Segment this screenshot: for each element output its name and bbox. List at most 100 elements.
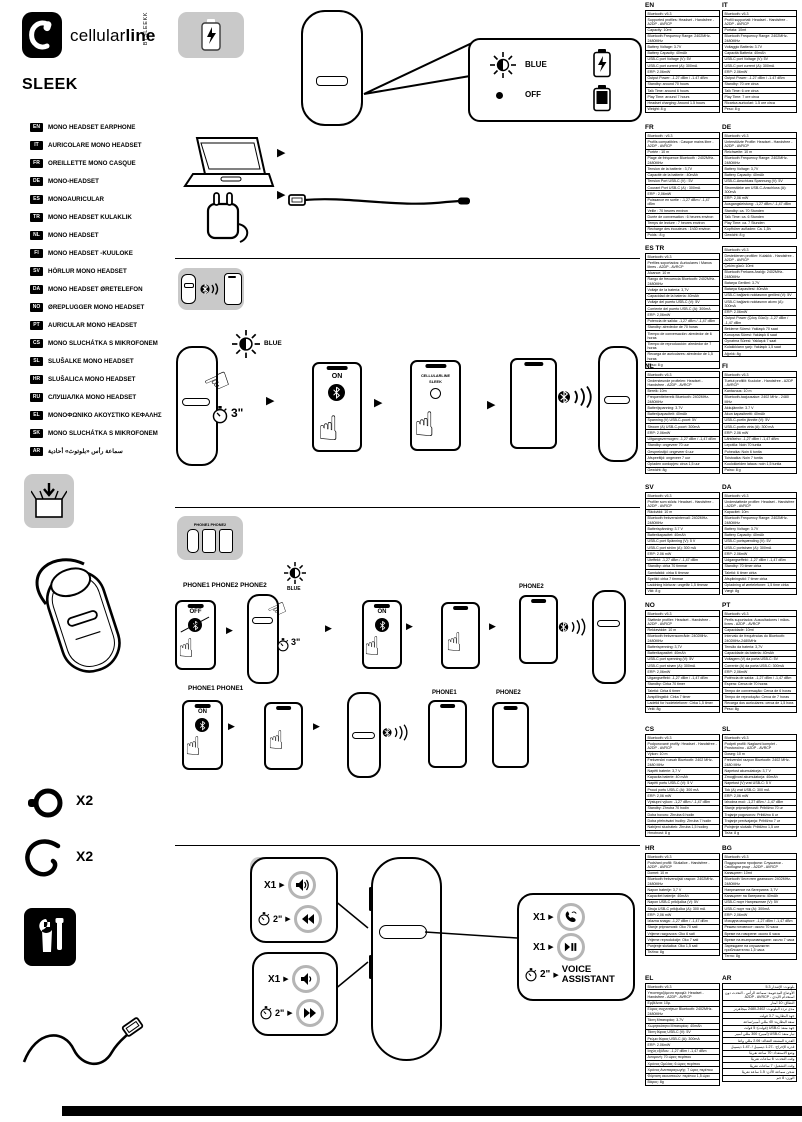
tapping-hand-icon: ☝ <box>446 628 462 658</box>
flow-arrow-icon: ▶ <box>266 394 275 407</box>
phone2-label: PHONE2 <box>496 690 521 696</box>
ear-hook-qty: X2 <box>76 848 94 864</box>
volume-up-side-button <box>369 887 372 911</box>
language-label: MONO HEADSET <box>48 231 99 239</box>
mini-phone-icon <box>223 273 242 305</box>
wall-charger-icon <box>206 192 249 243</box>
phone-bt-on: ON <box>182 700 223 770</box>
spec-row: Peso: 8 g <box>645 361 720 369</box>
spec-table-title: DA <box>722 484 732 491</box>
battery-charge-status-icon <box>593 49 611 78</box>
language-row: NL MONO HEADSET <box>30 226 180 244</box>
device-name-line2: SLEEK <box>429 380 442 384</box>
flow-arrow-icon: ▶ <box>226 626 233 636</box>
led-blinking-icon <box>284 562 306 584</box>
language-row: SK MONO SLUCHÁTKA S MIKROFONEM <box>30 424 180 442</box>
spec-table-title: IT <box>722 2 728 9</box>
pairing-hold-label: 3" <box>231 406 244 420</box>
bluetooth-icon <box>328 384 345 401</box>
spec-row: Hmotnost: 8 g <box>645 829 720 837</box>
led-status-callout: BLUE OFF <box>468 38 642 122</box>
language-label: SLUŠALICA MONO HEADSET <box>48 375 136 383</box>
phone2 <box>519 595 558 664</box>
arrow-icon: ▶ <box>553 970 559 979</box>
phone-tap <box>264 702 303 770</box>
flow-b-label: PHONE1 PHONE1 <box>188 685 244 692</box>
tapping-hand-icon: ☝ <box>414 405 435 445</box>
language-row: DA MONO HEADSET ØRETELEFON <box>30 280 180 298</box>
language-label: СЛУШАЛКА MONO HEADSET <box>48 393 137 401</box>
mini-phone-icon <box>219 529 233 553</box>
multipoint-headset-connected <box>592 590 626 684</box>
callout-pointer <box>363 42 471 95</box>
led-off-label: OFF <box>525 90 541 99</box>
section-divider <box>175 845 640 846</box>
flow-arrow-icon: ▶ <box>374 396 383 409</box>
pairing-led-label: BLUE <box>264 340 282 347</box>
unboxing-step <box>24 474 74 528</box>
rewind-icon <box>293 905 322 933</box>
spec-row: Gewicht: 8g <box>645 466 720 474</box>
spec-row: Weight: 8 g <box>645 105 720 113</box>
spec-row: Paino: 8 g <box>722 466 797 474</box>
phone-bt-on: ON <box>312 362 362 452</box>
spec-row: Poids : 8 g <box>645 231 720 240</box>
select-circle-icon <box>430 388 441 399</box>
language-row: PT AURICULAR MONO HEADSET <box>30 316 180 334</box>
language-row: SL SLUŠALKE MONO HEADSET <box>30 352 180 370</box>
phone-bt-on: ON <box>362 600 402 669</box>
spec-row: Vekt: 8g <box>645 705 720 713</box>
headset-button <box>316 76 348 86</box>
device-name-line1: CELLULARLINE <box>420 374 451 378</box>
volume-up-icon <box>287 871 316 899</box>
ear-cushion-qty: X2 <box>76 792 94 808</box>
language-row: RU СЛУШАЛКА MONO HEADSET <box>30 388 180 406</box>
pairing-headset <box>176 346 218 466</box>
arrow-icon: ▶ <box>285 915 291 923</box>
language-label: MONO HEADSET KULAKLIK <box>48 213 132 221</box>
language-code-badge: SK <box>30 428 43 438</box>
language-code-badge: DA <box>30 284 43 294</box>
voice-assistant-line2: ASSISTANT <box>561 973 615 985</box>
spec-row: Vægt: 8g <box>722 587 797 595</box>
led-blinking-icon <box>232 330 260 358</box>
spec-table-title: FI <box>722 363 728 370</box>
arrow-icon: ▶ <box>548 913 554 921</box>
language-row: HR SLUŠALICA MONO HEADSET <box>30 370 180 388</box>
spec-table-title: ES TR <box>645 245 665 252</box>
spec-table-title: SL <box>722 726 731 733</box>
language-code-badge: IT <box>30 140 43 150</box>
x1-label: X1 <box>533 941 546 953</box>
phone-device-list: CELLULARLINE SLEEK <box>410 360 461 451</box>
spec-row: الوزن: 8 جم <box>722 1074 797 1082</box>
arrow-icon: ▶ <box>279 881 285 889</box>
tapping-hand-icon: ☝ <box>185 732 201 762</box>
spec-table-title: SV <box>645 484 654 491</box>
volume-down-callout: X1 ▶ 2" ▶ <box>252 952 338 1036</box>
language-label: SLUŠALKE MONO HEADSET <box>48 357 134 365</box>
language-label: سماعة رأس «بلوتوث» أحادية <box>48 447 123 455</box>
led-blinking-icon <box>490 52 516 78</box>
flow-arrow-icon: ▶ <box>228 722 235 732</box>
language-code-badge: PT <box>30 320 43 330</box>
arrow-icon: ▶ <box>283 975 289 983</box>
pairing-headset-connected <box>598 346 638 462</box>
section-divider <box>175 507 640 508</box>
brand-logo <box>22 12 62 58</box>
call-controls-callout: X1 ▶ X1 ▶ 2" ▶ VOICE ASSISTANT <box>517 893 635 1001</box>
spec-table-title: BG <box>722 845 732 852</box>
language-label: MONO HEADSET EARPHONE <box>48 123 136 131</box>
